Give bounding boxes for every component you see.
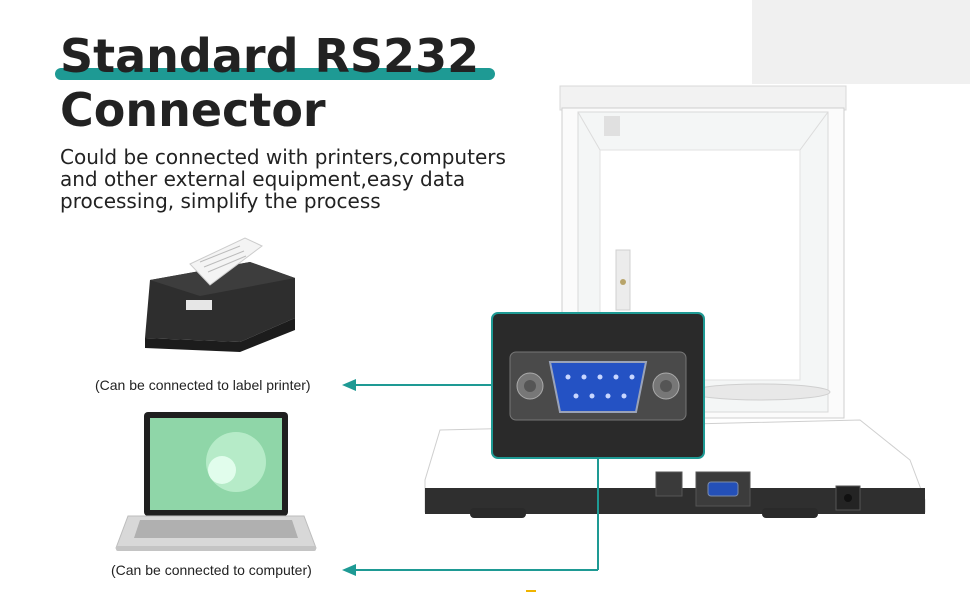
title-underline-bar — [55, 68, 495, 80]
description-line-3: processing, simplify the process — [60, 189, 381, 213]
db9-port-icon — [548, 361, 648, 413]
arrow-left-icon — [342, 564, 356, 576]
connection-lines — [352, 384, 599, 571]
description-line-2: and other external equipment,easy data — [60, 167, 466, 191]
page-title-line-1: Standard RS232 — [60, 29, 480, 83]
page-title-line-2: Connector — [60, 83, 326, 137]
rs232-port-closeup — [491, 312, 705, 459]
description-line-1: Could be connected with printers,compute… — [60, 145, 506, 169]
decorative-mark — [526, 590, 536, 592]
computer-caption: (Can be connected to computer) — [111, 562, 312, 578]
printer-image — [145, 237, 295, 352]
printer-caption: (Can be connected to label printer) — [95, 377, 311, 393]
corner-background-panel — [752, 0, 970, 84]
description-text: Could be connected with printers,compute… — [60, 146, 530, 212]
arrow-left-icon — [342, 379, 356, 391]
laptop-image — [115, 412, 317, 551]
